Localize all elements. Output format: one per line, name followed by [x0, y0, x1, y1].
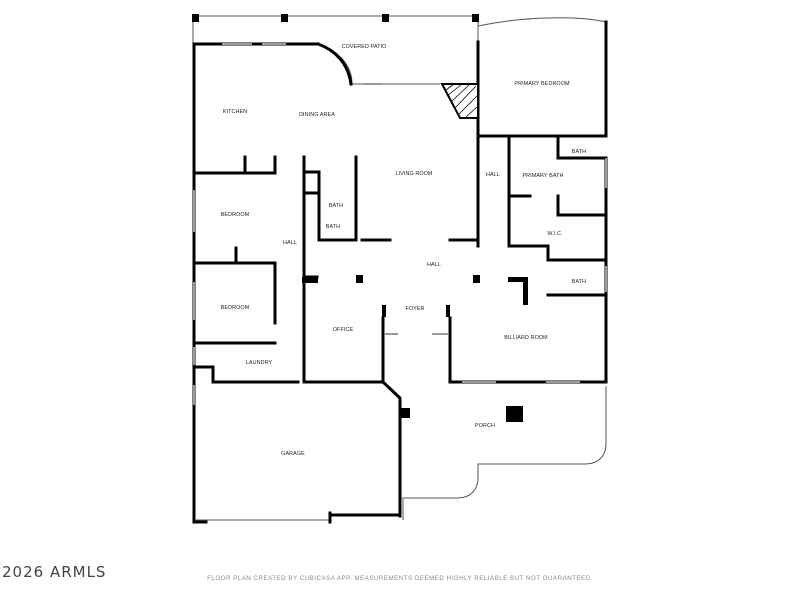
- room-labels: COVERED PATIO PRIMARY BEDROOM KITCHEN DI…: [221, 44, 586, 457]
- label-primary-bath: PRIMARY BATH: [522, 173, 563, 179]
- label-kitchen: KITCHEN: [223, 109, 247, 115]
- fireplace-icon: [440, 83, 479, 119]
- label-bedroom-lower: BEDROOM: [221, 305, 250, 311]
- windows: [193, 43, 607, 405]
- label-covered-patio: COVERED PATIO: [342, 44, 387, 50]
- label-office: OFFICE: [333, 327, 354, 333]
- label-hall-left: HALL: [283, 240, 297, 246]
- label-laundry: LAUNDRY: [246, 360, 273, 366]
- label-bedroom-upper: BEDROOM: [221, 212, 250, 218]
- label-hall-center: HALL: [427, 262, 441, 268]
- label-billiard-room: BILLIARD ROOM: [504, 335, 548, 341]
- watermark-text: 2026 ARMLS: [2, 563, 107, 581]
- columns: [192, 14, 528, 422]
- label-hall-right: HALL: [486, 172, 500, 178]
- label-bath-lower: BATH: [326, 224, 340, 230]
- label-wic: W.I.C.: [547, 231, 562, 237]
- walls: [192, 20, 608, 524]
- label-primary-bedroom: PRIMARY BEDROOM: [514, 81, 570, 87]
- label-dining-area: DINING AREA: [299, 112, 335, 118]
- label-living-room: LIVING ROOM: [395, 171, 432, 177]
- floor-plan-credit: FLOOR PLAN CREATED BY CUBICASA APP. MEAS…: [207, 575, 593, 582]
- label-bath-upper: BATH: [329, 203, 343, 209]
- label-garage: GARAGE: [281, 451, 305, 457]
- label-foyer: FOYER: [405, 306, 424, 312]
- label-porch: PORCH: [475, 423, 495, 429]
- label-bath-right: BATH: [572, 279, 586, 285]
- label-bath-primary-small: BATH: [572, 149, 586, 155]
